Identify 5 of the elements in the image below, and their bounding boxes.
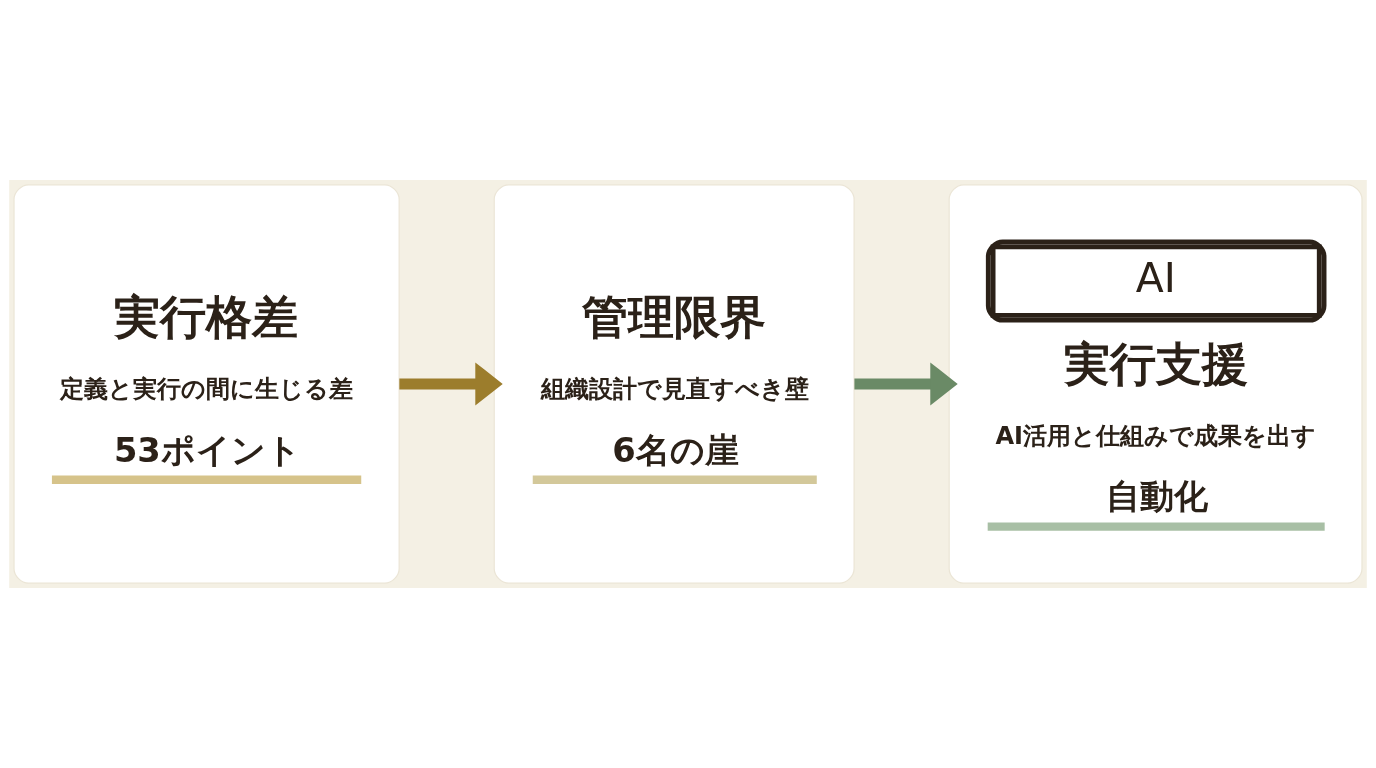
node-box: AI 実行支援 AI活用と仕組みで成果を出す 自動化: [948, 184, 1363, 584]
node-box: 管理限界 組織設計で見直すべき壁 6名の崖: [493, 184, 855, 584]
arrow: [399, 362, 503, 406]
node-box: 実行格差 定義と実行の間に生じる差 53ポイント: [13, 184, 400, 584]
arrow: [854, 362, 958, 406]
